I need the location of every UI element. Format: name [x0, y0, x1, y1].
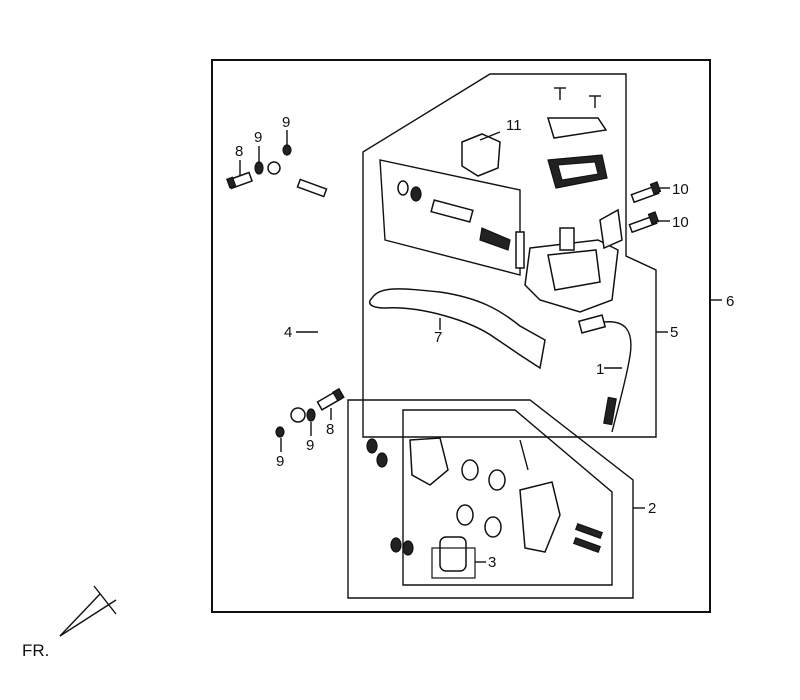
front-direction-arrow	[59, 585, 117, 637]
brake-switch	[577, 314, 632, 433]
label-part-9-c: 9	[306, 437, 314, 454]
label-part-5: 5	[670, 324, 678, 341]
exploded-panel	[379, 159, 521, 276]
label-part-9-a: 9	[254, 129, 262, 146]
master-cylinder-body	[524, 208, 623, 313]
banjo-bolt-lower	[316, 387, 345, 411]
label-part-10-b: 10	[672, 214, 689, 231]
caliper-outline	[347, 399, 634, 599]
label-part-4: 4	[284, 324, 292, 341]
leader-lines	[239, 130, 722, 563]
label-part-11: 11	[506, 117, 522, 134]
label-part-10-a: 10	[672, 181, 689, 198]
label-part-3: 3	[488, 554, 496, 571]
washers	[254, 144, 316, 438]
outer-frame	[211, 59, 711, 613]
label-part-6: 6	[726, 293, 734, 310]
label-part-2: 2	[648, 500, 656, 517]
reservoir-cap	[546, 87, 608, 189]
label-part-8-lower: 8	[326, 421, 334, 438]
label-part-9-d: 9	[276, 453, 284, 470]
pad-callout-box	[431, 547, 476, 579]
label-part-1: 1	[596, 361, 604, 378]
label-part-9-b: 9	[282, 114, 290, 131]
front-direction-label: FR.	[22, 641, 49, 660]
label-part-7: 7	[434, 329, 442, 346]
label-part-8-upper: 8	[235, 143, 243, 160]
piston-parts	[397, 180, 525, 269]
cover-plate	[461, 133, 501, 177]
caliper-parts	[366, 437, 604, 572]
mounting-bolts	[628, 181, 662, 234]
brake-hose	[267, 161, 332, 423]
banjo-bolt-upper	[226, 171, 254, 190]
master-cylinder-outline	[362, 73, 657, 438]
caliper-inner-outline	[402, 409, 613, 586]
brake-lever	[368, 288, 546, 370]
